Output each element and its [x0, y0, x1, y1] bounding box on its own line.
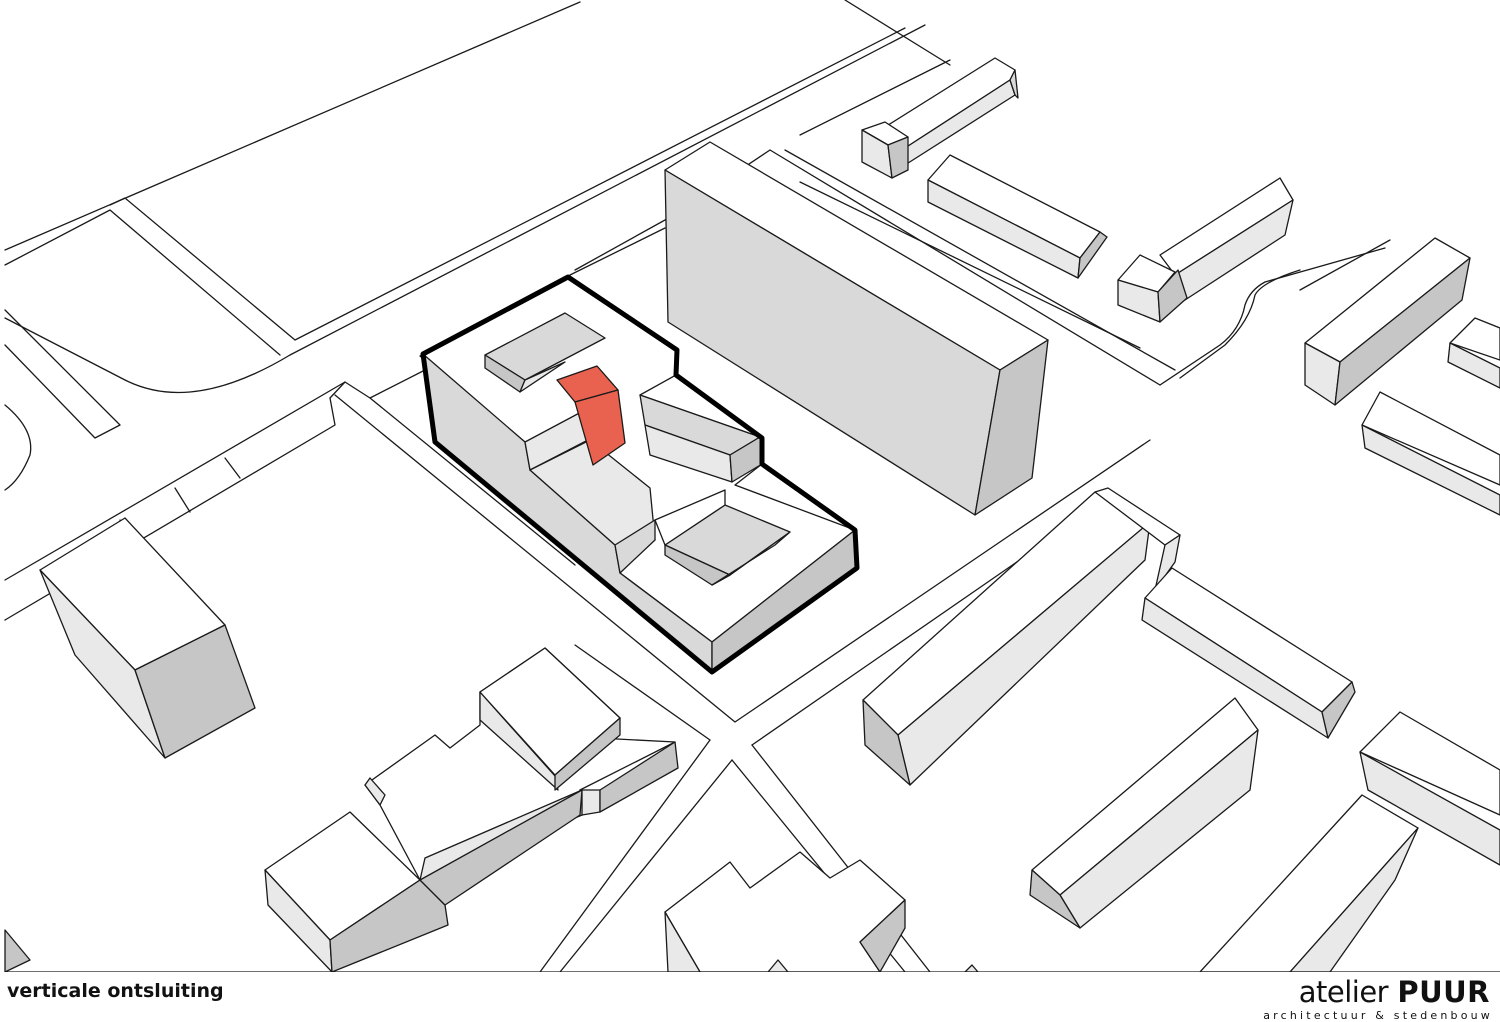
context-building-bottom-centre — [664, 851, 979, 972]
misc-edges — [4, 929, 1500, 972]
diagram-caption: verticale ontsluiting — [7, 980, 224, 1002]
context-buildings-right — [862, 487, 1500, 972]
isometric-site-diagram — [4, 0, 1500, 972]
context-building-left — [39, 517, 256, 759]
logo-name-light: atelier — [1298, 975, 1389, 1009]
logo-tagline: architectuur & stedenbouw — [1263, 1009, 1493, 1022]
context-buildings-bottom-left — [264, 647, 679, 972]
context-buildings-top-right — [861, 57, 1500, 516]
logo-name-bold: PUUR — [1397, 975, 1490, 1009]
project-building — [419, 274, 860, 675]
logo-wordmark: atelier PUUR — [1230, 976, 1490, 1008]
atelier-puuur-logo: atelier PUUR architectuur & stedenbouw — [1230, 976, 1490, 1022]
project-outline — [420, 274, 860, 675]
tower-slab — [664, 141, 1049, 516]
